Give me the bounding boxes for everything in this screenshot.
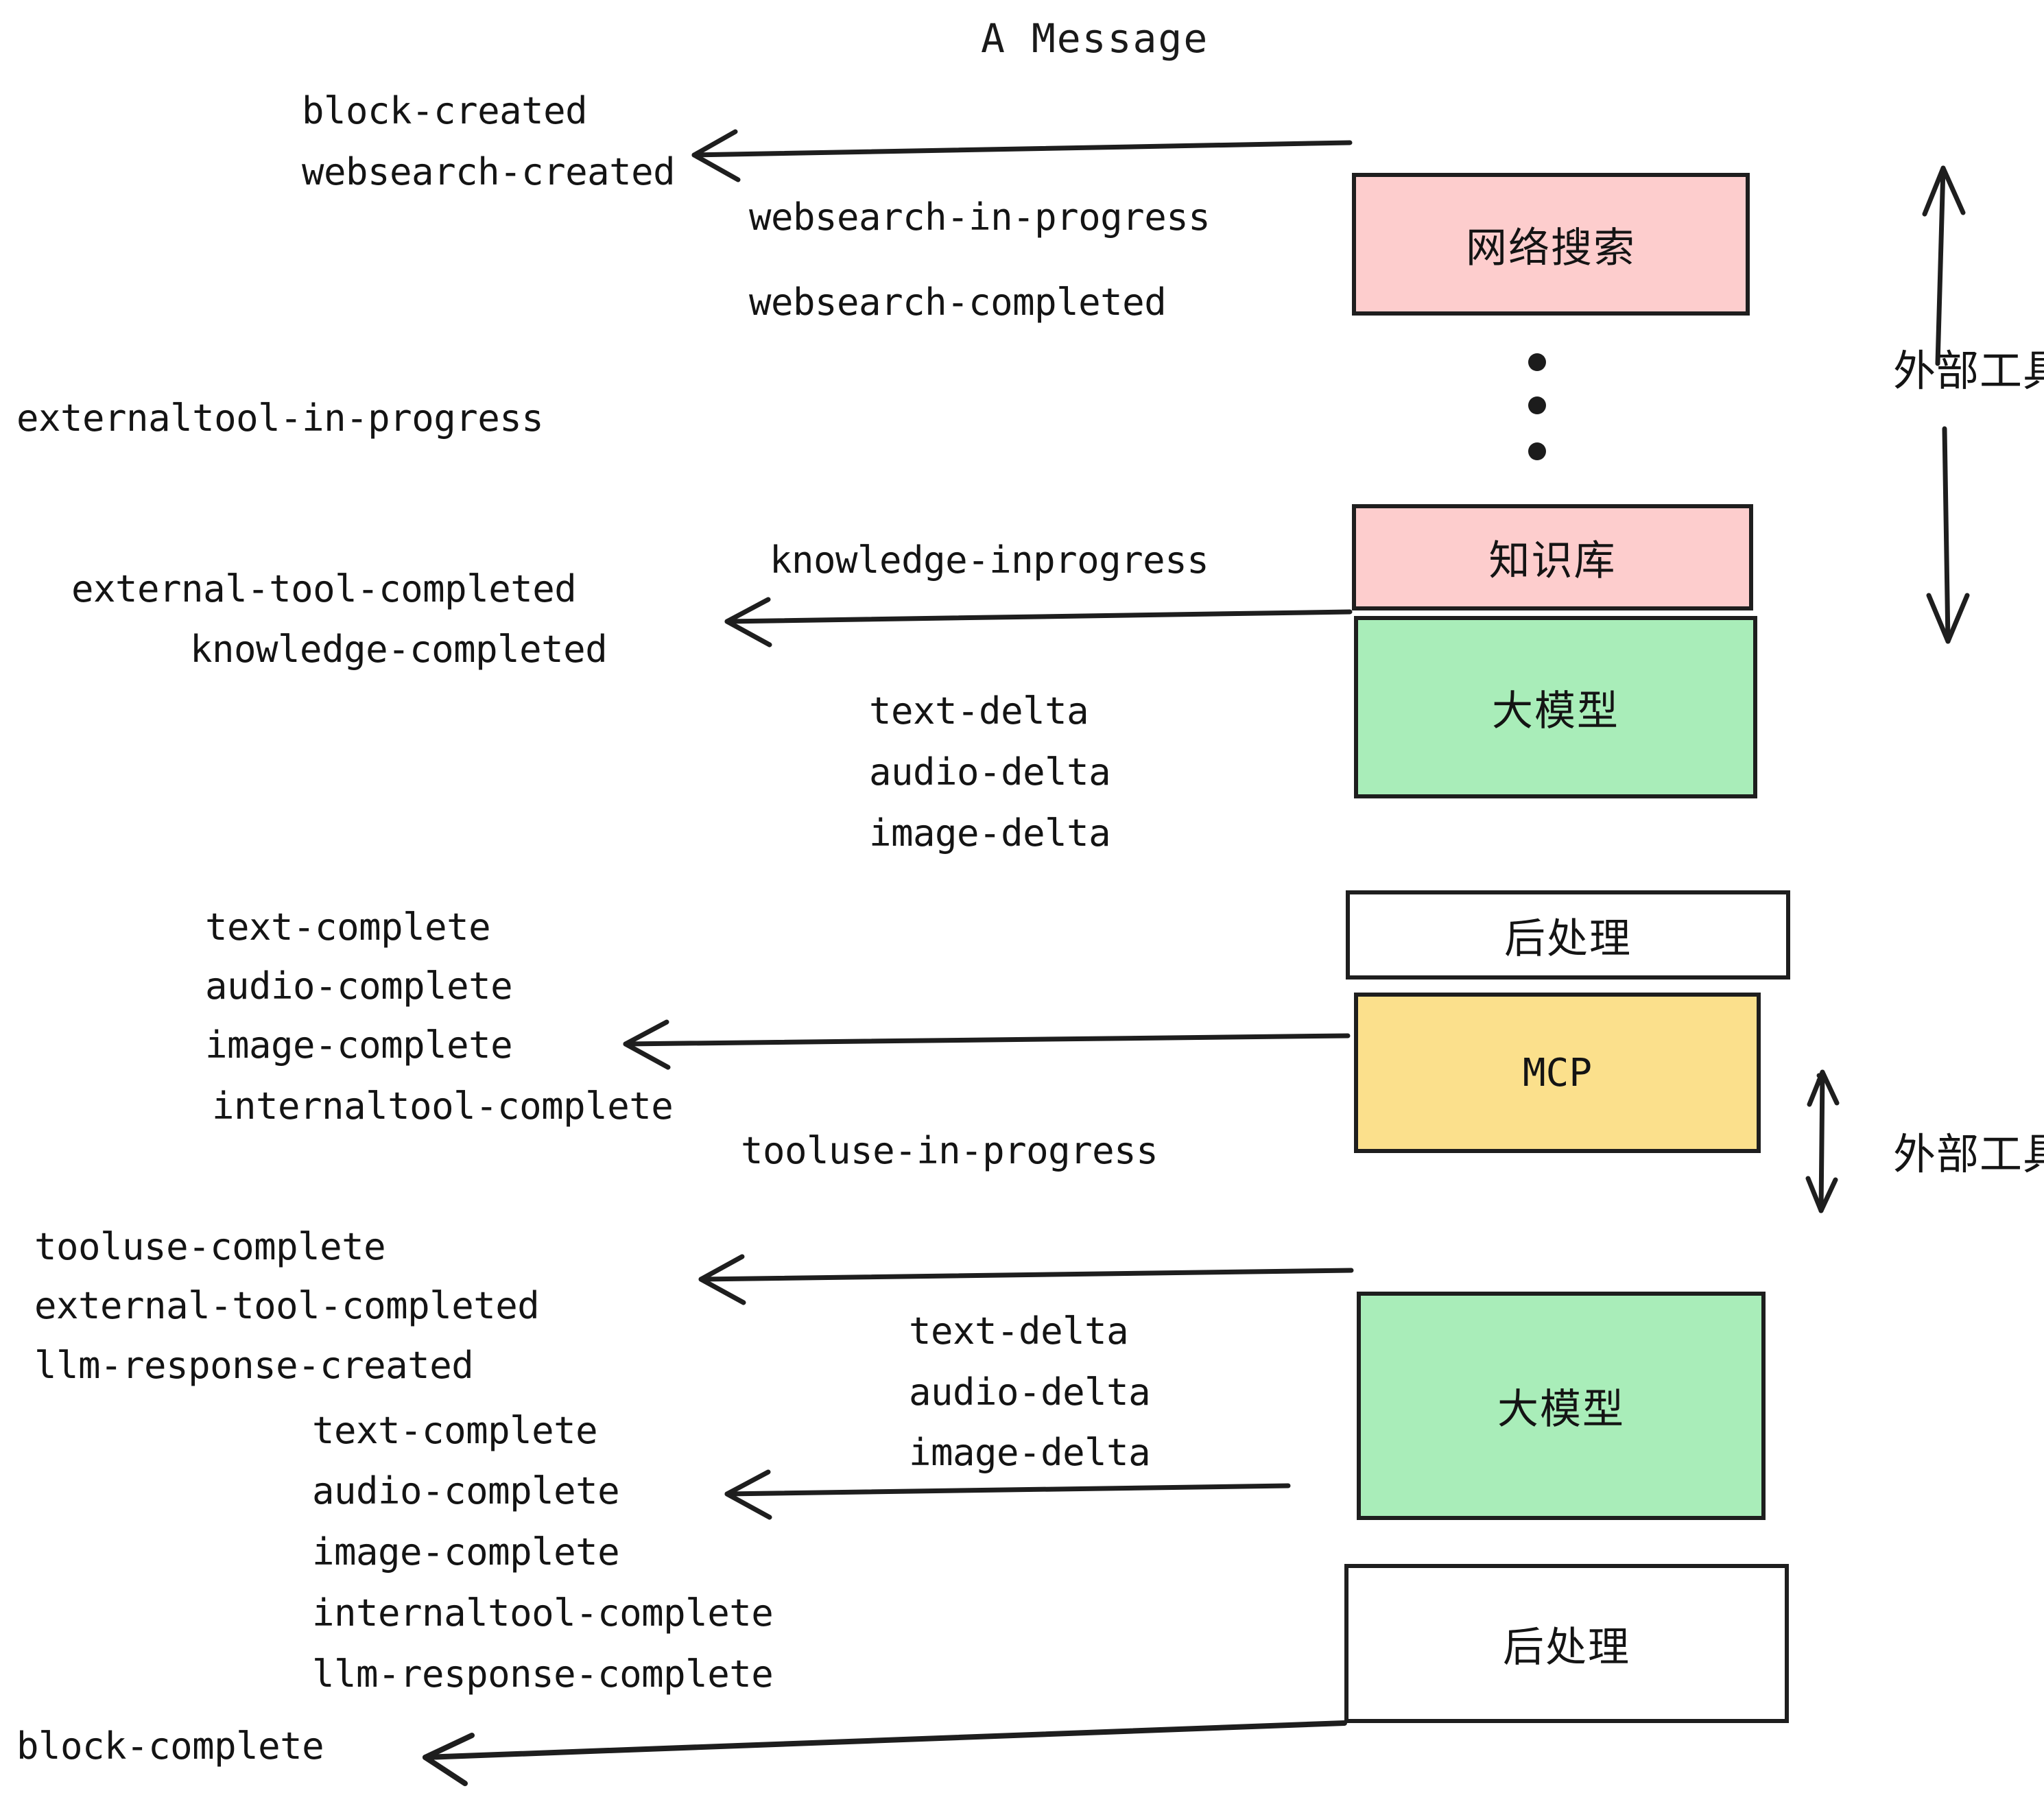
event-label-text-delta-1: text-delta bbox=[869, 689, 1089, 733]
process-box-label: 大模型 bbox=[1497, 1386, 1625, 1434]
arrow-websearch-to-created bbox=[691, 129, 1353, 182]
process-box-label: 知识库 bbox=[1488, 537, 1617, 585]
process-box-mcp: MCP bbox=[1354, 993, 1761, 1153]
process-box-label: 网络搜索 bbox=[1466, 224, 1636, 272]
external-tools-span-arrow-bottom bbox=[1805, 1069, 1840, 1213]
event-label-llm-response-created: llm-response-created bbox=[34, 1344, 474, 1387]
side-label-external-tools-bottom: 外部工具 bbox=[1893, 1129, 2044, 1179]
event-label-knowledge-inprogress: knowledge-inprogress bbox=[770, 538, 1209, 582]
process-box-knowledge: 知识库 bbox=[1352, 504, 1753, 610]
event-label-image-delta-1: image-delta bbox=[869, 811, 1111, 855]
page-title: A Message bbox=[981, 15, 1209, 62]
external-tools-span-arrow-top bbox=[1922, 165, 1970, 644]
event-label-text-delta-2: text-delta bbox=[909, 1309, 1129, 1353]
arrow-postproc2-to-block-complete bbox=[423, 1720, 1347, 1786]
event-label-image-complete-2: image-complete bbox=[312, 1530, 620, 1574]
process-box-label: 后处理 bbox=[1504, 914, 1632, 963]
arrow-knowledge-to-completed bbox=[724, 597, 1353, 648]
process-box-postproc-2: 后处理 bbox=[1344, 1564, 1789, 1723]
event-label-image-delta-2: image-delta bbox=[909, 1431, 1151, 1474]
event-label-websearch-completed: websearch-completed bbox=[749, 281, 1167, 324]
process-box-websearch: 网络搜索 bbox=[1352, 173, 1750, 316]
event-label-knowledge-completed: knowledge-completed bbox=[190, 628, 608, 671]
event-label-text-complete-1: text-complete bbox=[205, 905, 491, 949]
process-box-label: MCP bbox=[1522, 1050, 1593, 1095]
event-label-block-complete: block-complete bbox=[16, 1724, 324, 1768]
arrow-mcp-to-tooluse-complete bbox=[698, 1254, 1354, 1305]
event-label-external-tool-completed-2: external-tool-completed bbox=[34, 1284, 540, 1327]
event-label-internaltool-complete-1: internaltool-complete bbox=[212, 1084, 674, 1128]
event-label-audio-complete-2: audio-complete bbox=[312, 1469, 620, 1512]
event-label-tooluse-in-progress: tooluse-in-progress bbox=[741, 1129, 1158, 1172]
ellipsis-dot-3 bbox=[1528, 442, 1546, 460]
event-label-audio-delta-1: audio-delta bbox=[869, 750, 1111, 794]
event-label-tooluse-complete: tooluse-complete bbox=[34, 1225, 386, 1268]
arrow-llm2-to-audio-complete bbox=[724, 1469, 1291, 1520]
event-label-websearch-in-progress: websearch-in-progress bbox=[749, 195, 1211, 239]
event-label-websearch-created: websearch-created bbox=[302, 150, 676, 193]
event-label-internaltool-complete-2: internaltool-complete bbox=[312, 1591, 774, 1635]
event-label-external-tool-completed-1: external-tool-completed bbox=[71, 567, 577, 610]
event-label-llm-response-complete: llm-response-complete bbox=[312, 1652, 774, 1696]
side-label-external-tools-top: 外部工具 bbox=[1893, 346, 2044, 396]
ellipsis-dot-2 bbox=[1528, 396, 1546, 414]
event-label-audio-complete-1: audio-complete bbox=[205, 964, 513, 1008]
process-box-label: 大模型 bbox=[1492, 687, 1619, 735]
event-label-image-complete-1: image-complete bbox=[205, 1023, 513, 1067]
process-box-label: 后处理 bbox=[1503, 1623, 1630, 1672]
arrow-postproc1-to-image-complete bbox=[623, 1019, 1351, 1070]
event-label-block-created: block-created bbox=[302, 89, 588, 132]
process-box-llm-2: 大模型 bbox=[1357, 1292, 1766, 1520]
event-label-audio-delta-2: audio-delta bbox=[909, 1370, 1151, 1414]
event-label-text-complete-2: text-complete bbox=[312, 1409, 598, 1452]
event-label-externaltool-in-progress: externaltool-in-progress bbox=[16, 396, 544, 440]
process-box-llm-1: 大模型 bbox=[1354, 616, 1757, 798]
process-box-postproc-1: 后处理 bbox=[1346, 890, 1790, 980]
ellipsis-dot-1 bbox=[1528, 353, 1546, 371]
